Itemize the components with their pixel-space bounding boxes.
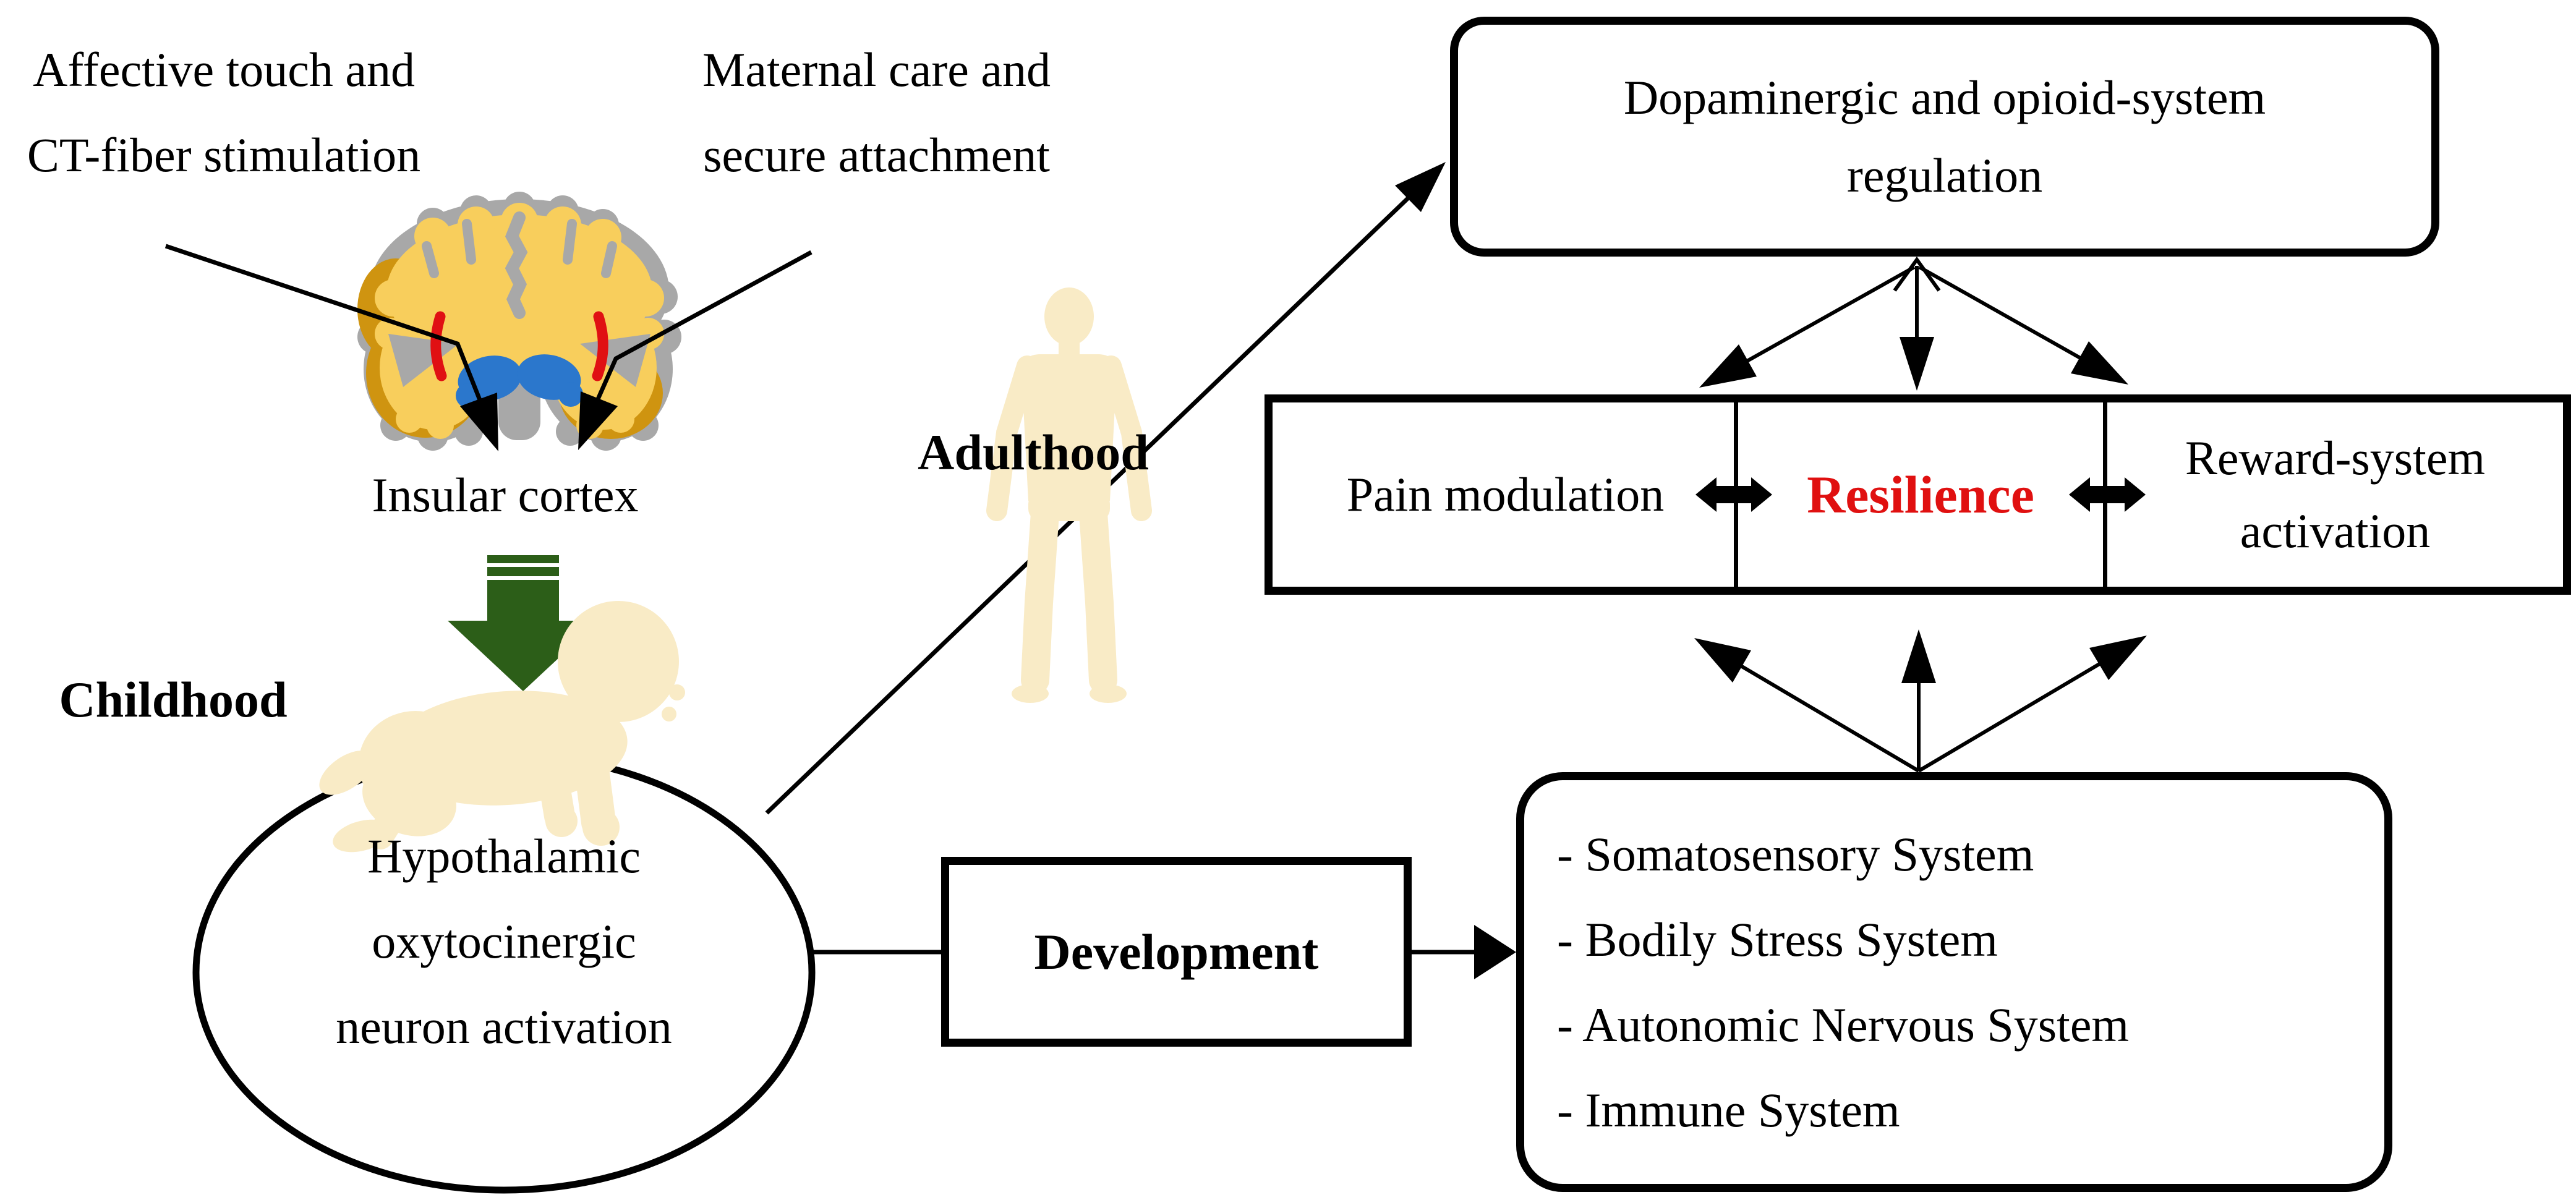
reward-system-box: Reward-system activation [2107, 394, 2571, 595]
affective-to-insula-arrow [164, 244, 498, 451]
pain-modulation-label: Pain modulation [1346, 467, 1665, 521]
maternal-care-line2: secure attachment [703, 128, 1050, 182]
reward-line2: activation [2240, 504, 2431, 558]
insular-cortex-label: Insular cortex [372, 468, 639, 522]
systems-to-row-arrows [1694, 629, 2147, 773]
development-connector-arrow [812, 925, 1516, 979]
affective-touch-line2: CT-fiber stimulation [27, 128, 421, 182]
brain-sulci [422, 211, 617, 319]
dopaminergic-to-row-arrows [1699, 256, 2128, 391]
maternal-care-label: Maternal care and secure attachment [677, 27, 1076, 198]
adulthood-label: Adulthood [918, 424, 1149, 480]
reward-line1: Reward-system [2185, 431, 2486, 485]
system-item-autonomic: - Autonomic Nervous System [1557, 997, 2130, 1052]
resilience-box: Resilience [1734, 394, 2107, 595]
body-systems-box: - Somatosensory System - Bodily Stress S… [1516, 772, 2392, 1192]
resilience-reward-double-arrow [2069, 477, 2146, 512]
brain-illustration [357, 192, 681, 451]
crawling-baby-silhouette [319, 601, 685, 853]
maternal-care-line1: Maternal care and [702, 43, 1051, 96]
development-box: Development [941, 857, 1412, 1047]
hypothalamic-label: Hypothalamic oxytocinergic neuron activa… [257, 814, 751, 1070]
standing-adult-silhouette [986, 287, 1152, 703]
dopaminergic-line1: Dopaminergic and opioid-system [1623, 70, 2266, 124]
system-item-bodily-stress: - Bodily Stress System [1557, 912, 1998, 966]
hypothalamic-line2: oxytocinergic [372, 914, 636, 968]
green-down-arrow-icon [448, 555, 599, 691]
development-label: Development [1034, 923, 1319, 980]
brain-insula-highlights [430, 311, 608, 381]
hypothalamic-line3: neuron activation [336, 1000, 672, 1053]
affective-touch-line1: Affective touch and [33, 43, 415, 96]
affective-touch-label: Affective touch and CT-fiber stimulation [17, 27, 430, 198]
childhood-label: Childhood [59, 671, 288, 728]
maternal-to-insula-arrow [578, 250, 812, 450]
resilience-label: Resilience [1807, 465, 2034, 524]
up-caret-arrowhead [1893, 256, 1941, 292]
system-item-immune: - Immune System [1557, 1083, 1900, 1137]
dopaminergic-line2: regulation [1846, 148, 2043, 202]
dopaminergic-regulation-box: Dopaminergic and opioid-system regulatio… [1450, 17, 2439, 257]
pain-modulation-box: Pain modulation [1265, 394, 1738, 595]
hypothalamic-line1: Hypothalamic [367, 829, 641, 883]
system-item-somatosensory: - Somatosensory System [1557, 827, 2034, 881]
